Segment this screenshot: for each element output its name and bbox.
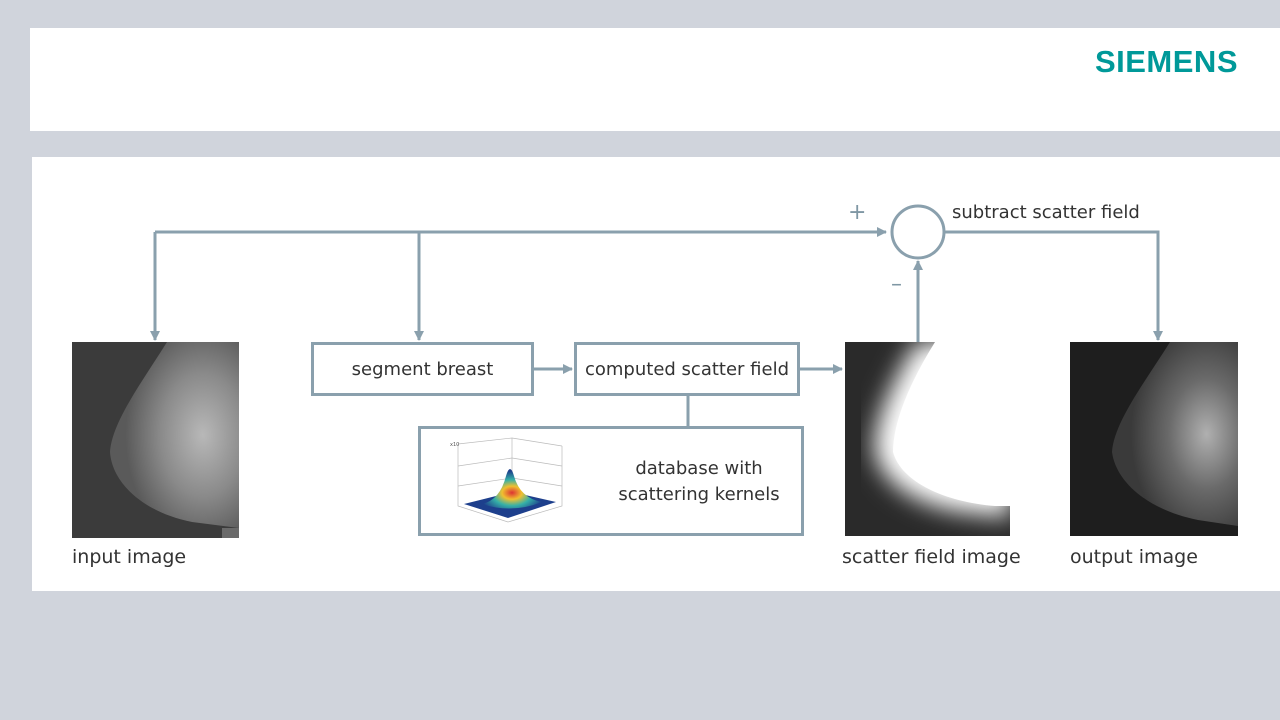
database-text: database with scattering kernels bbox=[606, 456, 792, 508]
output-image bbox=[1070, 342, 1238, 536]
segment-breast-label: segment breast bbox=[351, 358, 494, 380]
computed-scatter-box: computed scatter field bbox=[574, 342, 800, 396]
plus-sign: + bbox=[848, 200, 867, 225]
database-box bbox=[418, 426, 804, 536]
siemens-logo: SIEMENS bbox=[1094, 44, 1238, 79]
database-line-1: database with bbox=[635, 458, 763, 479]
minus-sign: – bbox=[891, 272, 902, 297]
output-image-caption: output image bbox=[1070, 546, 1198, 568]
input-image-caption: input image bbox=[72, 546, 187, 568]
svg-text:x10: x10 bbox=[450, 442, 459, 448]
to-output-arrow bbox=[944, 230, 1163, 341]
header-bar: SIEMENS bbox=[30, 28, 1280, 131]
computed-scatter-label: computed scatter field bbox=[584, 358, 789, 380]
segment-breast-box: segment breast bbox=[311, 342, 534, 396]
scatter-field-caption: scatter field image bbox=[842, 546, 1021, 568]
subtract-label: subtract scatter field bbox=[952, 202, 1140, 223]
subtract-junction bbox=[890, 204, 946, 260]
scatter-field-image bbox=[845, 342, 1010, 536]
database-line-2: scattering kernels bbox=[618, 484, 780, 505]
input-image bbox=[72, 342, 239, 538]
scatter-kernel-plot: x10 bbox=[450, 437, 563, 523]
